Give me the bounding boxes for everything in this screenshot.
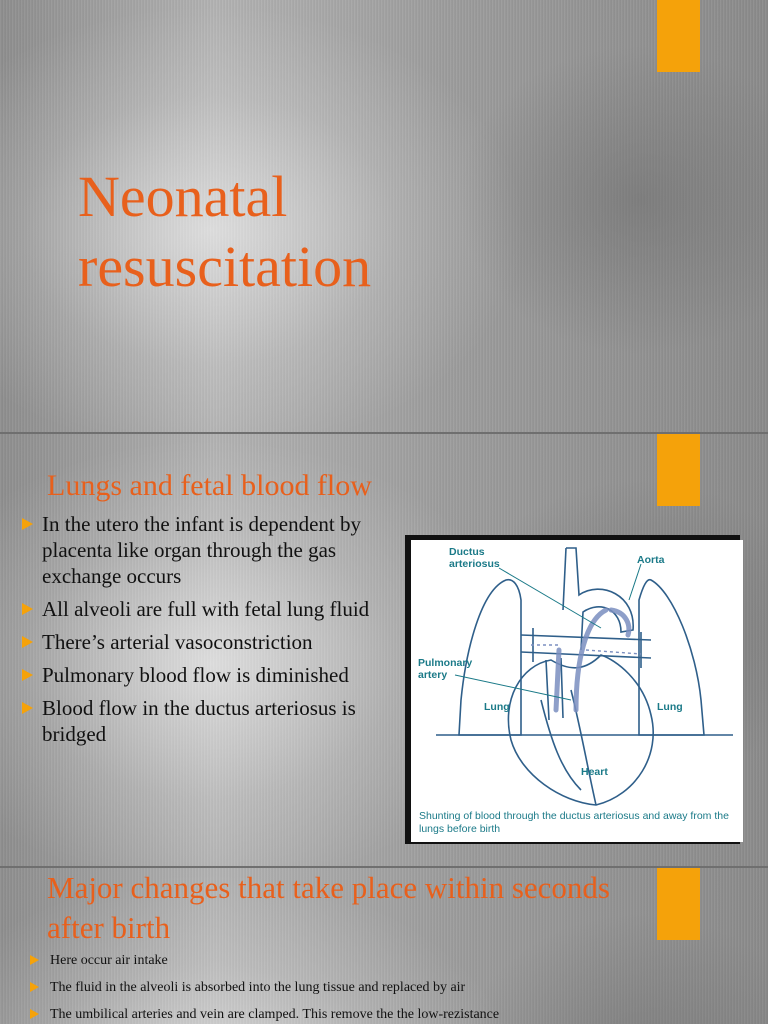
bullet-arrow-icon xyxy=(30,982,39,992)
list-item: There’s arterial vasoconstriction xyxy=(22,629,382,655)
list-item: The fluid in the alveoli is absorbed int… xyxy=(30,979,730,997)
slide-divider xyxy=(0,866,768,868)
bullet-list: In the utero the infant is dependent by … xyxy=(22,511,382,754)
bullet-arrow-icon xyxy=(30,1009,39,1019)
list-item: In the utero the infant is dependent by … xyxy=(22,511,382,589)
heart-outline xyxy=(507,654,654,806)
presentation-title: Neonatal resuscitation xyxy=(78,164,372,299)
bullet-arrow-icon xyxy=(22,603,33,615)
aorta-outline xyxy=(566,547,634,651)
bullet-arrow-icon xyxy=(30,955,39,965)
fetal-circulation-figure: Ductus arteriosus Aorta Pulmonary artery… xyxy=(405,535,743,844)
label-lung-right: Lung xyxy=(657,701,683,713)
bullet-arrow-icon xyxy=(22,636,33,648)
flow-arrow xyxy=(553,647,562,713)
slide-heading: Lungs and fetal blood flow xyxy=(47,469,372,502)
label-pulmonary-2: artery xyxy=(418,669,447,681)
bullet-arrow-icon xyxy=(22,702,33,714)
bullet-arrow-icon xyxy=(22,518,33,530)
label-pulmonary-1: Pulmonary xyxy=(418,657,472,669)
slide-heading: Major changes that take place within sec… xyxy=(47,870,610,945)
list-item: Pulmonary blood flow is diminished xyxy=(22,662,382,688)
list-item: Blood flow in the ductus arteriosus is b… xyxy=(22,695,382,747)
slide-lungs-fetal-blood-flow: Lungs and fetal blood flow In the utero … xyxy=(0,434,768,866)
left-lung-outline xyxy=(458,578,522,736)
flow-arrow xyxy=(573,607,609,713)
list-item: All alveoli are full with fetal lung flu… xyxy=(22,596,382,622)
heart-lung-diagram: Ductus arteriosus Aorta Pulmonary artery… xyxy=(418,546,733,806)
slide-major-changes: Major changes that take place within sec… xyxy=(0,868,768,1024)
flow-arrow xyxy=(608,607,632,638)
label-aorta: Aorta xyxy=(637,554,665,566)
accent-tab xyxy=(657,0,700,72)
label-lung-left: Lung xyxy=(484,701,510,713)
bullet-list: Here occur air intake The fluid in the a… xyxy=(30,952,730,1024)
list-item: Here occur air intake xyxy=(30,952,730,970)
bullet-arrow-icon xyxy=(22,669,33,681)
list-item: The umbilical arteries and vein are clam… xyxy=(30,1006,730,1024)
label-ductus-1: Ductus xyxy=(449,546,485,558)
figure-panel: Ductus arteriosus Aorta Pulmonary artery… xyxy=(411,540,743,842)
accent-tab xyxy=(657,434,700,506)
accent-tab xyxy=(657,868,700,940)
slide-title: Neonatal resuscitation xyxy=(0,0,768,432)
right-lung-outline xyxy=(638,578,705,736)
slide-divider xyxy=(0,432,768,434)
label-heart: Heart xyxy=(581,766,608,778)
figure-caption: Shunting of blood through the ductus art… xyxy=(419,810,729,835)
label-ductus-2: arteriosus xyxy=(449,558,500,570)
